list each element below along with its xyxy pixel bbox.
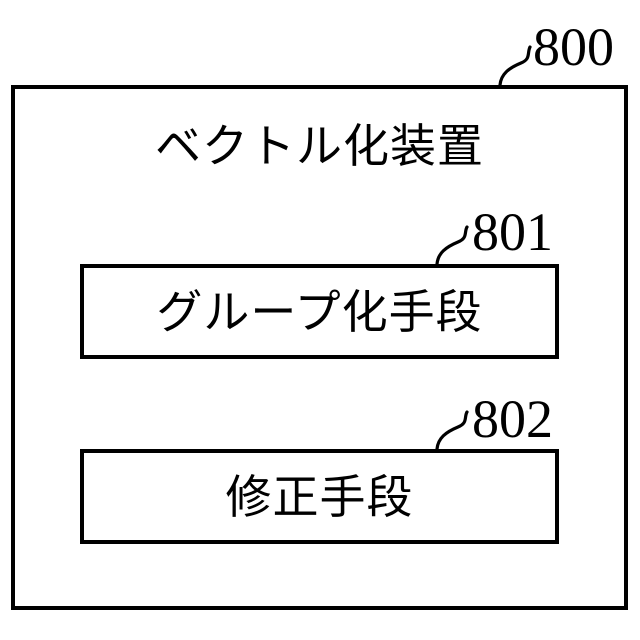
leader-line-800-icon <box>498 45 532 87</box>
reference-numeral-802: 802 <box>472 389 553 449</box>
component-box-correction-means: 修正手段 <box>80 449 559 544</box>
component-label-grouping-means: グループ化手段 <box>156 285 483 338</box>
apparatus-title: ベクトル化装置 <box>155 120 484 172</box>
component-label-correction-means: 修正手段 <box>225 470 414 523</box>
component-box-grouping-means: グループ化手段 <box>80 264 559 359</box>
reference-numeral-801: 801 <box>472 202 553 262</box>
reference-numeral-800: 800 <box>533 17 614 77</box>
